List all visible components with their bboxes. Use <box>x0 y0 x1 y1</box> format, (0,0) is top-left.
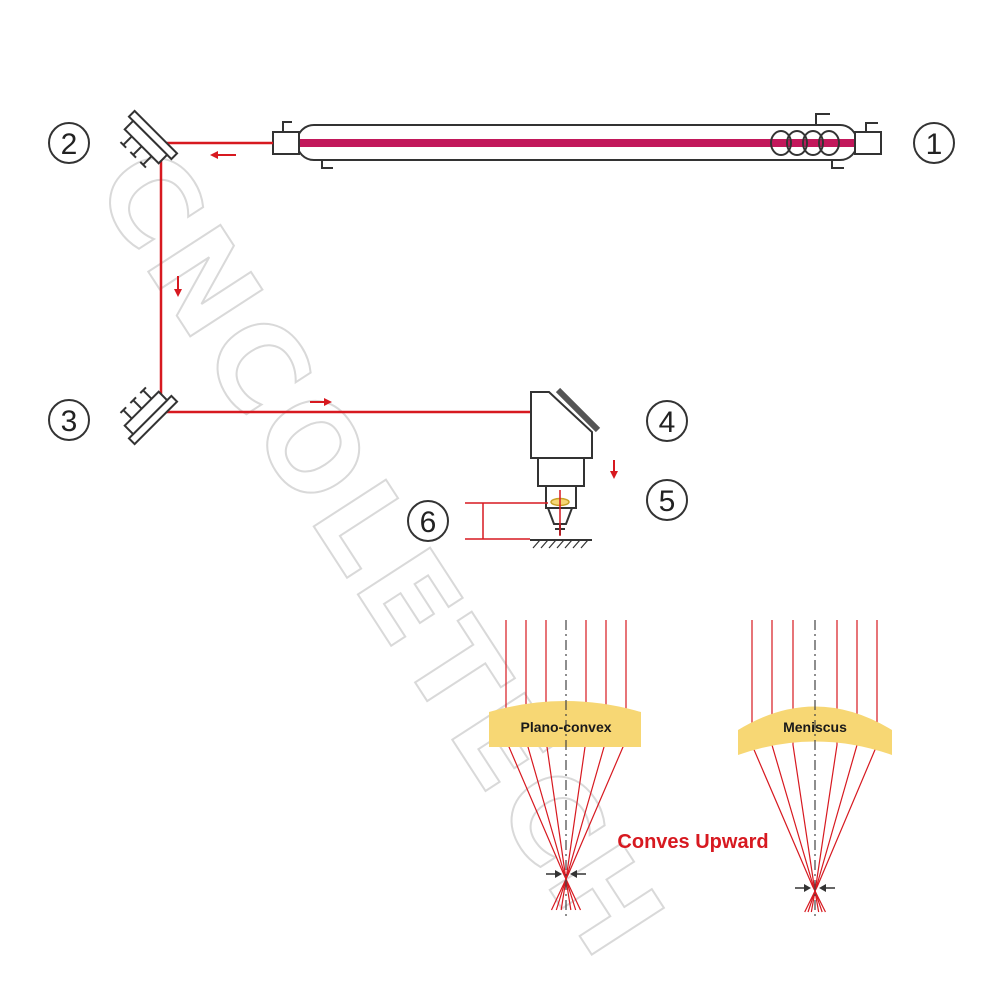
callout-5: 5 <box>646 479 688 521</box>
svg-text:6: 6 <box>420 506 437 539</box>
arrow-right-icon <box>310 398 332 406</box>
meniscus-lens <box>738 706 892 755</box>
meniscus-ray-6 <box>804 620 878 913</box>
svg-text:3: 3 <box>61 405 78 438</box>
meniscus-ray-2 <box>771 620 823 913</box>
plano-convex-lens <box>489 701 641 747</box>
callout-1: 1 <box>913 122 955 164</box>
callout-3: 3 <box>48 399 90 441</box>
plano-convex-ray-2 <box>525 620 577 911</box>
arrow-down-icon <box>174 276 182 297</box>
plano-convex-rays <box>505 620 627 911</box>
plano-convex-diagram: Plano-convex <box>489 620 641 920</box>
meniscus-ray-4 <box>810 620 838 913</box>
arrow-left-icon <box>210 151 236 159</box>
meniscus-ray-1 <box>751 620 826 913</box>
plano-convex-spot-arrows <box>546 870 586 878</box>
laser-tube-coil <box>770 130 840 156</box>
meniscus-spot-arrows <box>795 884 835 892</box>
callout-2: 2 <box>48 122 90 164</box>
laser-tube <box>272 113 882 169</box>
mirror-3 <box>119 386 179 446</box>
svg-text:4: 4 <box>659 406 676 439</box>
plano-convex-ray-4 <box>560 620 587 911</box>
meniscus-ray-3 <box>792 620 820 913</box>
beam-direction-arrows <box>174 151 618 479</box>
meniscus-rays <box>751 620 878 913</box>
plano-convex-ray-6 <box>550 620 627 911</box>
callout-6: 6 <box>407 500 449 542</box>
plano-convex-ray-5 <box>555 620 607 911</box>
arrow-down-icon <box>610 460 618 479</box>
laser-head <box>530 387 601 536</box>
head-mirror <box>555 387 601 433</box>
plano-convex-ray-1 <box>505 620 582 911</box>
svg-text:5: 5 <box>659 485 676 518</box>
meniscus-ray-5 <box>807 620 858 913</box>
meniscus-diagram: Meniscus <box>738 620 892 920</box>
work-surface <box>530 539 592 549</box>
meniscus-label: Meniscus <box>783 719 847 735</box>
plano-convex-label: Plano-convex <box>520 719 611 735</box>
plano-convex-ray-3 <box>545 620 572 911</box>
caption-text: Conves Upward <box>617 831 768 853</box>
callout-4: 4 <box>646 400 688 442</box>
svg-text:1: 1 <box>926 128 943 161</box>
laser-tube-core <box>297 139 857 147</box>
svg-text:2: 2 <box>61 128 78 161</box>
focal-distance-bracket <box>465 502 548 540</box>
mirror-2 <box>119 109 179 169</box>
